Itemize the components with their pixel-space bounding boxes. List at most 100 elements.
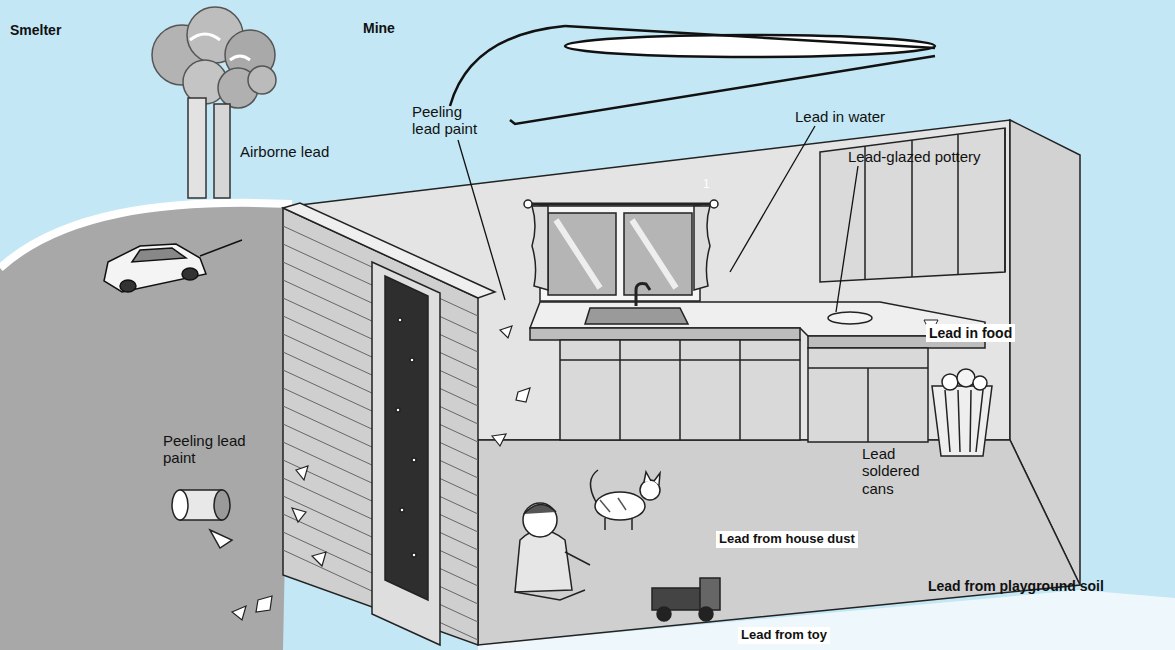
paint-chips [312,552,326,566]
trash-can [932,386,992,456]
smelter-stacks [188,98,206,198]
paint-can [172,490,232,548]
mine-symbol [450,26,565,106]
cat [595,492,645,520]
source-label: Lead from playground soil [928,578,1104,594]
window [540,206,700,301]
lower-cabinets [560,340,800,440]
upper-cabinets [820,128,1005,282]
place-label: Mine [363,20,395,36]
source-label: Lead in food [926,324,1015,342]
paint-chips [292,508,306,522]
leader-line [730,126,815,272]
cat [600,498,626,512]
cat [605,518,632,530]
source-label: Peeling lead paint [163,432,248,467]
toy-truck [700,578,720,610]
leader-line [458,140,505,300]
lower-cabinets [619,340,621,440]
car [104,244,206,292]
front-wall [396,408,400,412]
paint-chips [516,388,530,402]
front-wall [372,262,440,645]
leader-line [836,166,858,312]
paint-can [172,490,188,520]
toy-truck [652,578,720,621]
glazed-pot [828,312,872,324]
toy-truck [699,607,713,621]
front-wall [410,358,414,362]
trash-can [932,369,992,456]
car [200,240,242,256]
window [556,220,676,288]
window [524,200,718,301]
place-label: Smelter [10,22,61,38]
child [515,503,590,600]
window [524,200,532,208]
smoke-cloud [230,56,250,60]
smelter-stacks [188,98,230,198]
floor [478,440,1080,645]
front-wall [412,553,416,557]
source-label: Lead soldered cans [862,445,950,497]
paint-chips [492,434,506,446]
cat [590,470,660,530]
upper-cabinets [820,128,1005,282]
source-label: Lead-glazed pottery [848,148,981,165]
upper-cabinets [1004,128,1006,272]
source-label: Lead from house dust [716,531,858,548]
front-wall [283,203,495,645]
window [532,206,548,290]
trash-can [957,369,975,387]
paint-can [214,490,230,520]
cat [590,470,598,502]
stray-number: 1 [703,178,710,192]
counter [530,328,800,340]
child [515,530,572,592]
paint-chips [232,326,530,620]
car [120,280,136,292]
source-label: Lead in water [795,108,885,125]
smoke-cloud [190,34,220,40]
ground-edge [0,203,292,268]
car [182,268,198,280]
counter [530,284,985,348]
lower-cabinets [560,359,800,361]
lower-cabinets [867,368,869,442]
smoke-cloud [248,66,276,94]
lower-cabinets [679,340,681,440]
trash-can [945,390,983,452]
front-wall [398,318,402,322]
front-wall [385,276,428,600]
trash-can [973,376,987,390]
child [515,590,585,600]
window [694,206,710,290]
window [710,200,718,208]
ground [0,203,292,650]
child [565,552,590,565]
lower-cabinets [739,340,741,440]
counter [585,308,688,324]
front-wall [412,458,416,462]
child [523,503,557,537]
paint-can [210,530,232,548]
leader-line [458,126,858,312]
child [524,504,556,514]
paint-chips [232,606,246,620]
mine-symbol [565,26,935,48]
window [528,203,714,206]
lower-cabinets [808,348,928,442]
smoke-cloud [152,7,276,108]
source-label: Airborne lead [240,143,329,160]
paint-chips [500,326,512,338]
front-wall [400,508,404,512]
source-label: Lead from toy [738,627,830,644]
counter [636,284,650,306]
cat [644,472,660,485]
car [104,240,242,292]
paint-chips [256,596,272,612]
lower-cabinets [560,340,928,442]
